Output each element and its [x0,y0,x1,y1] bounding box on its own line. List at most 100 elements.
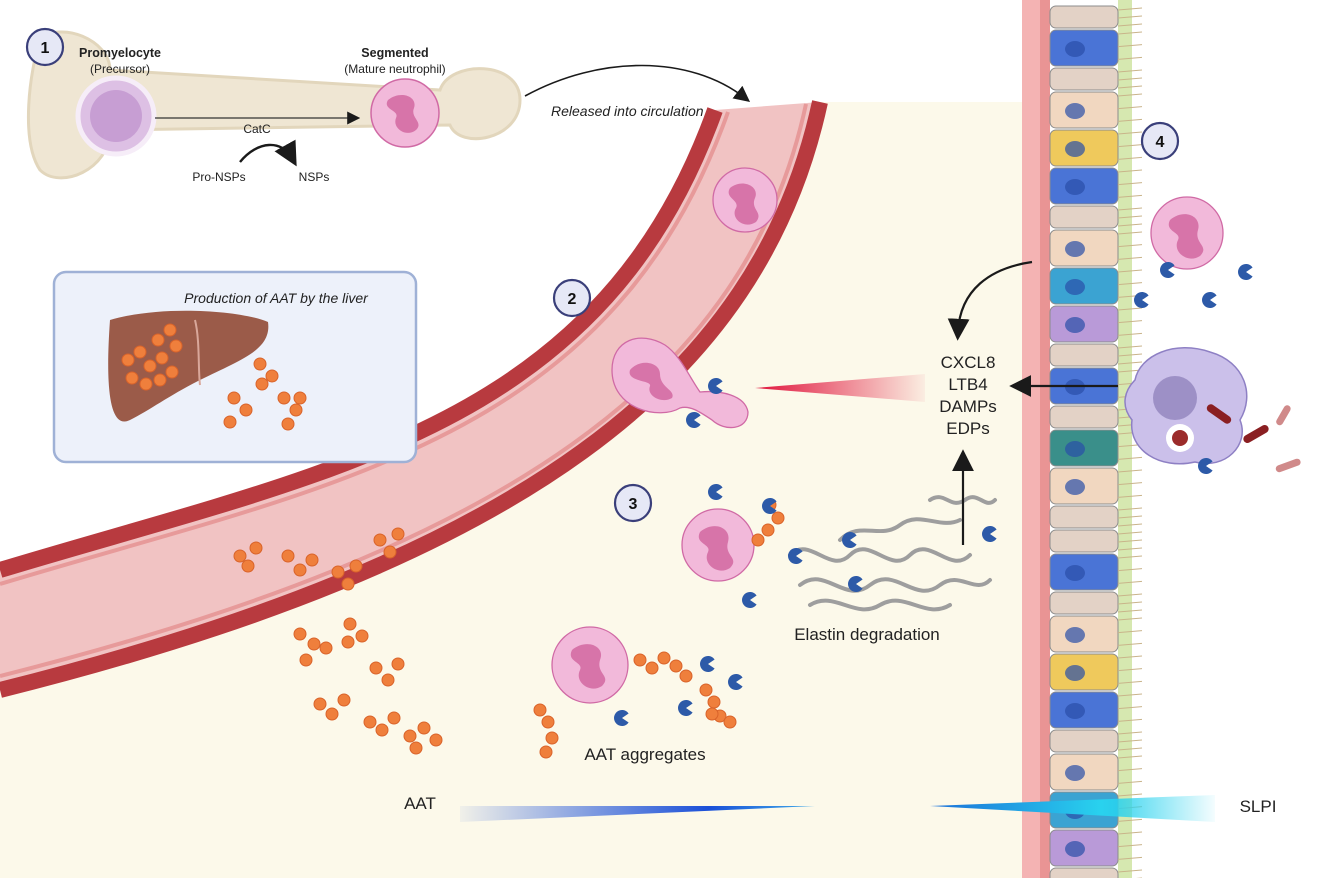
chemotaxis-gradient [755,374,925,402]
degranulating-neutrophil-2 [551,626,629,704]
aat-particle [699,683,713,697]
liver-panel [52,270,418,464]
aat-particle [293,563,307,577]
aat-particle [289,403,303,417]
epithelial-cell [1049,505,1119,529]
aat-particle [313,697,327,711]
aat-particle [151,333,165,347]
aat-gradient-bar [460,806,815,822]
aat-particle [125,371,139,385]
svg-text:2: 2 [568,291,577,308]
release-arrow [524,64,751,102]
nsp-protease-icon [982,526,997,542]
nsp-protease-icon [707,378,723,394]
svg-text:3: 3 [629,496,638,513]
aat-particle [409,741,423,755]
aggregates-label: AAT aggregates [584,745,705,764]
nsps-label: NSPs [299,170,330,184]
aat-particle [381,673,395,687]
aat-particle [233,549,247,563]
nsp-protease-icon [707,483,723,500]
nsp-protease-icon [1160,262,1175,278]
promyelocyte-nucleus [90,90,142,142]
nsp-protease-icon [1238,264,1253,280]
aat-particle [391,657,405,671]
epithelial-cell [1049,5,1119,29]
aat-particle [679,669,693,683]
nsp-protease-icon [614,709,629,727]
aat-particle [355,629,369,643]
aat-particle [153,373,167,387]
liver-icon [108,310,269,422]
epithelial-cell [1049,729,1119,753]
infiltrating-neutrophil [1150,196,1224,270]
airway-epithelium [1022,0,1143,878]
epithelial-cell [1049,205,1119,229]
mediator-edps: EDPs [946,419,989,438]
aat-particle [383,545,397,559]
nsp-protease-icon [685,411,701,428]
aat-particle [429,733,443,747]
aat-particle [155,351,169,365]
nsp-protease-icon [678,700,693,717]
segmented-subtitle: (Mature neutrophil) [344,62,445,76]
epithelium-signal-arrow [947,260,1033,341]
nsp-protease-icon [847,575,863,592]
step-badge-4: 4 [1140,121,1180,161]
aat-particle [163,323,177,337]
elastin-label: Elastin degradation [794,625,940,644]
aat-particle [373,533,387,547]
aat-particle [541,715,555,729]
circulating-neutrophil [712,167,778,233]
aat-particle [281,417,295,431]
aat-particle [363,715,377,729]
aat-particle [241,559,255,573]
alveolar-macrophage [1124,347,1301,473]
nsp-protease-icon [842,531,857,549]
nsp-protease-icon [788,548,803,564]
aat-particle [239,403,253,417]
aat-gradient-label: AAT [404,794,436,813]
nsp-protease-icon [700,656,715,672]
aat-particle [319,641,333,655]
aat-particle [331,565,345,579]
aat-particle [143,359,157,373]
aat-particle [545,731,559,745]
aat-particle [255,377,269,391]
step-badge-1: 1 [25,27,65,67]
aat-particle [761,523,775,537]
svg-text:4: 4 [1156,134,1165,151]
liver-caption: Production of AAT by the liver [184,290,369,306]
aat-particle [669,659,683,673]
aat-particle [417,721,431,735]
aat-particle [121,353,135,367]
aat-particle [253,357,267,371]
aat-particle [403,729,417,743]
aat-particle [723,715,737,729]
aat-particle [249,541,263,555]
nsp-protease-icon [742,592,757,608]
aat-particle [341,635,355,649]
aat-particle [391,527,405,541]
aat-particle [751,533,765,547]
aat-particle [307,637,321,651]
nsp-protease-icon [1134,292,1149,308]
aat-particle [771,511,785,525]
aat-particle [375,723,389,737]
aat-particle [277,391,291,405]
pro-nsps-label: Pro-NSPs [192,170,245,184]
epithelial-cell [1049,405,1119,429]
aat-particle [265,369,279,383]
aat-particle [705,707,719,721]
aat-particle [533,703,547,717]
aat-particle [369,661,383,675]
aat-particle [337,693,351,707]
aat-particle [341,577,355,591]
epithelial-cell [1049,867,1119,878]
nsp-protease-icons [614,262,1253,727]
aat-particle [387,711,401,725]
aat-particle [305,553,319,567]
nsp-protease-icon [1201,292,1217,308]
aat-particle [657,651,671,665]
